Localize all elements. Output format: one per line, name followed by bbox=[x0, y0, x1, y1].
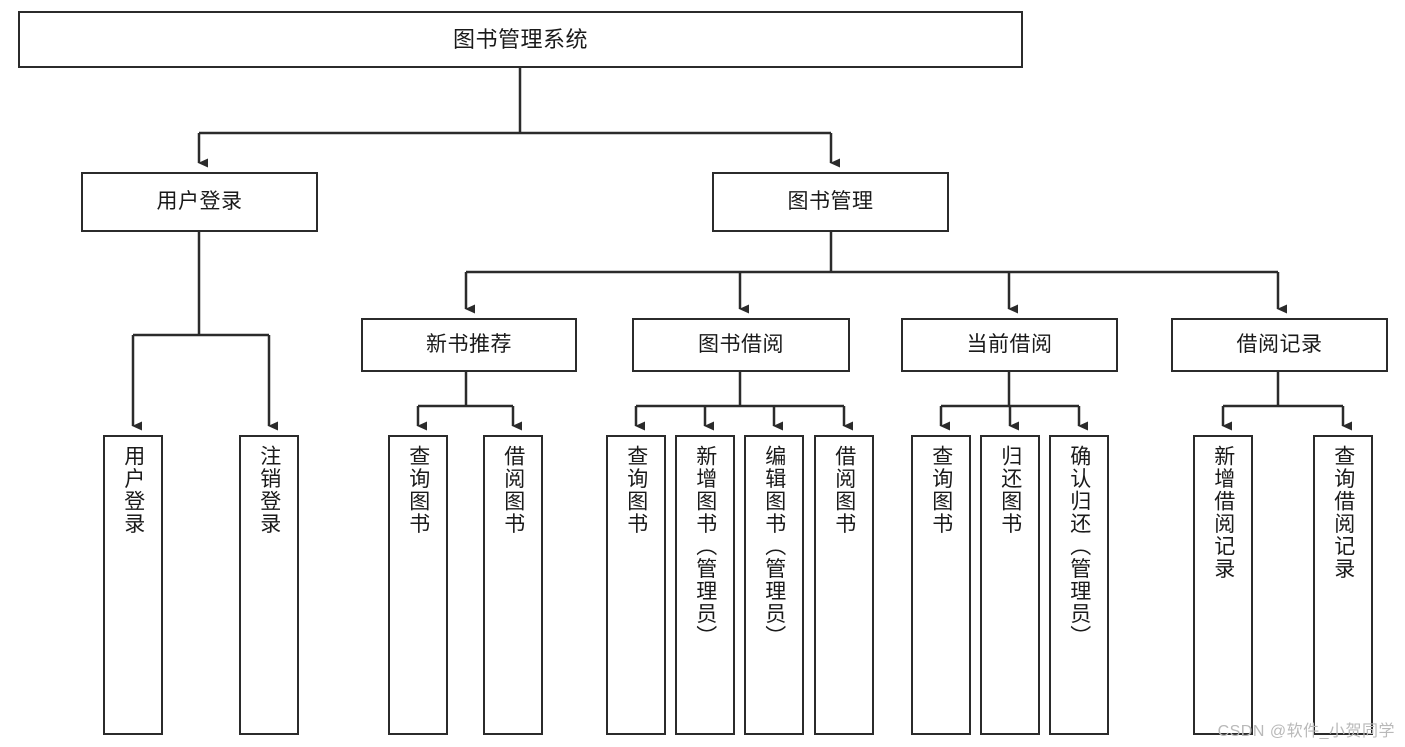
node-label: 注销登录 bbox=[257, 445, 281, 535]
node-label: 图书管理 bbox=[787, 189, 874, 213]
node-label: 确认归还（管理员） bbox=[1067, 445, 1091, 648]
node-label: 编辑图书（管理员） bbox=[762, 445, 786, 648]
leaf-new-book-borrow[interactable]: 借阅图书 bbox=[483, 435, 543, 735]
node-label: 借阅图书 bbox=[832, 445, 856, 535]
watermark: CSDN @软件_小贺同学 bbox=[1217, 723, 1395, 740]
node-label: 当前借阅 bbox=[966, 332, 1053, 356]
leaf-book-borrow-add[interactable]: 新增图书（管理员） bbox=[675, 435, 735, 735]
node-label: 新增借阅记录 bbox=[1211, 445, 1235, 580]
node-label: 查询图书 bbox=[929, 445, 953, 535]
leaf-borrow-records-query[interactable]: 查询借阅记录 bbox=[1313, 435, 1373, 735]
leaf-user-login-login[interactable]: 用户登录 bbox=[103, 435, 163, 735]
node-book-management[interactable]: 图书管理 bbox=[712, 172, 949, 232]
node-label: 用户登录 bbox=[121, 445, 145, 535]
node-label: 借阅记录 bbox=[1236, 332, 1323, 356]
leaf-book-borrow-borrow[interactable]: 借阅图书 bbox=[814, 435, 874, 735]
node-label: 用户登录 bbox=[156, 189, 243, 213]
node-label: 查询图书 bbox=[406, 445, 430, 535]
leaf-current-borrow-query[interactable]: 查询图书 bbox=[911, 435, 971, 735]
node-label: 新书推荐 bbox=[426, 332, 512, 356]
leaf-user-login-logout[interactable]: 注销登录 bbox=[239, 435, 299, 735]
leaf-current-borrow-return[interactable]: 归还图书 bbox=[980, 435, 1040, 735]
node-label: 查询借阅记录 bbox=[1331, 445, 1355, 580]
node-label: 查询图书 bbox=[624, 445, 648, 535]
node-label: 借阅图书 bbox=[501, 445, 525, 535]
node-borrow-records[interactable]: 借阅记录 bbox=[1171, 318, 1388, 372]
node-label: 归还图书 bbox=[998, 445, 1022, 535]
node-label: 图书管理系统 bbox=[452, 26, 588, 52]
leaf-book-borrow-edit[interactable]: 编辑图书（管理员） bbox=[744, 435, 804, 735]
leaf-current-borrow-confirm-return[interactable]: 确认归还（管理员） bbox=[1049, 435, 1109, 735]
node-book-borrow[interactable]: 图书借阅 bbox=[632, 318, 850, 372]
leaf-new-book-query[interactable]: 查询图书 bbox=[388, 435, 448, 735]
node-label: 新增图书（管理员） bbox=[693, 445, 717, 648]
node-label: 图书借阅 bbox=[698, 332, 784, 356]
node-current-borrow[interactable]: 当前借阅 bbox=[901, 318, 1118, 372]
node-root-system[interactable]: 图书管理系统 bbox=[18, 11, 1023, 68]
leaf-borrow-records-add[interactable]: 新增借阅记录 bbox=[1193, 435, 1253, 735]
node-user-login[interactable]: 用户登录 bbox=[81, 172, 318, 232]
node-new-book-recommend[interactable]: 新书推荐 bbox=[361, 318, 577, 372]
leaf-book-borrow-query[interactable]: 查询图书 bbox=[606, 435, 666, 735]
